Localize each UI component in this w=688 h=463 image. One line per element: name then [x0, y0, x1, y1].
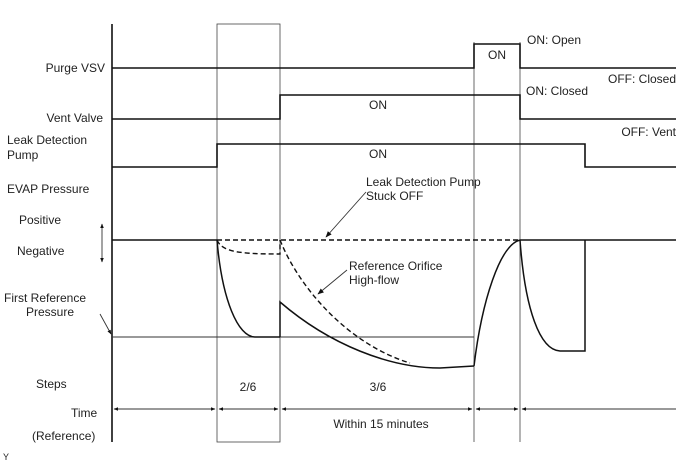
step-3-label: 3/6 — [370, 380, 387, 394]
purge-off-state: OFF: Closed — [608, 72, 676, 86]
step2-orifice-dashed-curve — [216, 239, 281, 255]
label-ldp-line1: Leak Detection — [7, 133, 87, 147]
purge-on-state: ON: Open — [527, 33, 581, 47]
vent-off-state: OFF: Vent — [621, 125, 676, 139]
label-purge-vsv: Purge VSV — [46, 61, 105, 75]
leak-detection-pump-signal — [112, 143, 676, 168]
orifice-annotation-line1: Reference Orifice — [349, 259, 443, 273]
step-2-label: 2/6 — [240, 380, 257, 394]
pump-on-label: ON — [369, 147, 387, 161]
label-reference: (Reference) — [32, 429, 95, 443]
label-first-reference-line1: First Reference — [4, 291, 86, 305]
vent-valve-signal — [112, 94, 676, 120]
label-first-reference-line2: Pressure — [26, 305, 74, 319]
step3-orifice-dashed-curve — [279, 239, 411, 364]
label-vent-valve: Vent Valve — [47, 111, 104, 125]
purge-vsv-signal — [112, 43, 676, 69]
label-negative: Negative — [17, 244, 65, 258]
stuck-off-arrow — [325, 191, 367, 238]
final-pressure-curve — [519, 239, 586, 352]
duration-label: Within 15 minutes — [333, 417, 428, 431]
first-reference-arrow — [99, 313, 112, 335]
stuck-off-annotation-line1: Leak Detection Pump — [366, 175, 481, 189]
vent-on-label: ON — [369, 98, 387, 112]
step-2-window — [216, 23, 281, 443]
orifice-annotation-line2: High-flow — [349, 273, 399, 287]
pressure-recovery-curve — [473, 239, 521, 367]
stuck-off-annotation-line2: Stuck OFF — [366, 189, 423, 203]
footer-mark: Y — [3, 452, 9, 462]
label-evap-pressure: EVAP Pressure — [7, 182, 90, 196]
purge-on-label: ON — [488, 48, 506, 62]
step3-pressure-curve — [279, 300, 475, 369]
step2-pressure-curve — [216, 239, 280, 338]
label-steps: Steps — [36, 377, 67, 391]
vent-on-state: ON: Closed — [526, 84, 588, 98]
orifice-arrow — [317, 269, 348, 295]
label-time: Time — [71, 406, 98, 420]
label-ldp-line2: Pump — [7, 148, 39, 162]
label-positive: Positive — [19, 213, 61, 227]
